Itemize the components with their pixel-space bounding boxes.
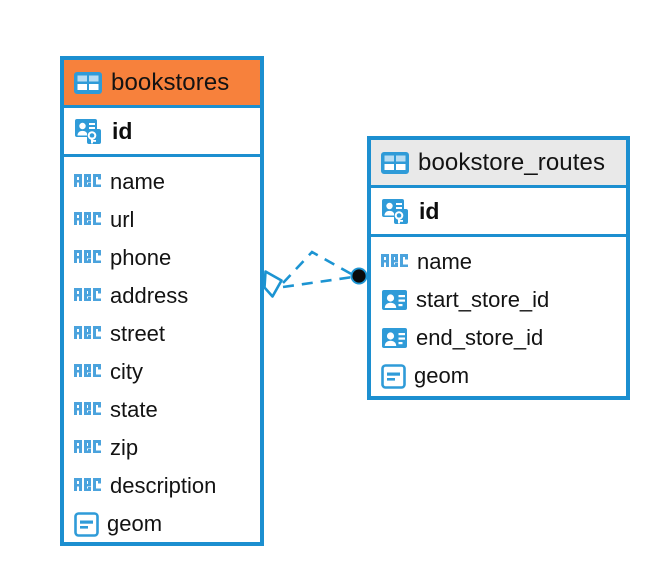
table-icon — [381, 151, 409, 174]
table-name-label: bookstore_routes — [418, 148, 606, 176]
text-abc-icon — [74, 250, 102, 266]
field-row[interactable]: geom — [64, 505, 260, 543]
geometry-icon — [381, 363, 406, 389]
foreign-key-icon — [381, 326, 408, 350]
table-header-bookstore-routes[interactable]: bookstore_routes — [371, 140, 626, 188]
primary-key-label: id — [112, 117, 133, 144]
field-label: end_store_id — [416, 325, 544, 350]
er-table-bookstores[interactable]: bookstores id — [60, 56, 264, 546]
circle-filled-marker — [350, 267, 368, 285]
field-label: zip — [110, 435, 139, 460]
text-abc-icon — [381, 254, 409, 270]
text-abc-icon — [74, 402, 102, 418]
field-label: street — [110, 321, 166, 346]
field-list-bookstores: name — [64, 157, 260, 549]
table-name-label: bookstores — [111, 68, 230, 96]
field-label: phone — [110, 245, 172, 270]
primary-key-row-bookstore-routes[interactable]: id — [371, 188, 626, 237]
field-row[interactable]: street — [64, 315, 260, 353]
text-abc-icon — [74, 326, 102, 342]
field-label: description — [110, 473, 217, 498]
primary-key-icon — [74, 116, 104, 146]
primary-key-row-bookstores[interactable]: id — [64, 108, 260, 157]
geometry-icon — [74, 511, 99, 537]
text-abc-icon — [74, 174, 102, 190]
field-row[interactable]: state — [64, 391, 260, 429]
diamond-open-marker — [263, 270, 283, 298]
field-label: name — [110, 169, 166, 194]
table-icon — [74, 71, 102, 94]
table-header-bookstores[interactable]: bookstores — [64, 60, 260, 108]
text-abc-icon — [74, 212, 102, 228]
relationship-line-1 — [282, 250, 354, 284]
field-row[interactable]: geom — [371, 357, 626, 395]
field-row[interactable]: description — [64, 467, 260, 505]
field-row[interactable]: name — [371, 243, 626, 281]
field-row[interactable]: end_store_id — [371, 319, 626, 357]
field-label: name — [417, 249, 473, 274]
field-row[interactable]: address — [64, 277, 260, 315]
text-abc-icon — [74, 364, 102, 380]
field-label: address — [110, 283, 189, 308]
primary-key-icon — [381, 196, 411, 226]
field-row[interactable]: phone — [64, 239, 260, 277]
text-abc-icon — [74, 440, 102, 456]
field-row[interactable]: name — [64, 163, 260, 201]
field-label: geom — [414, 363, 470, 388]
field-label: state — [110, 397, 158, 422]
field-row[interactable]: url — [64, 201, 260, 239]
foreign-key-icon — [381, 288, 408, 312]
field-row[interactable]: city — [64, 353, 260, 391]
field-label: city — [110, 359, 143, 384]
text-abc-icon — [74, 288, 102, 304]
text-abc-icon — [74, 478, 102, 494]
relationship-line-2 — [282, 275, 354, 289]
primary-key-label: id — [419, 197, 440, 224]
field-label: url — [110, 207, 135, 232]
field-label: start_store_id — [416, 287, 550, 312]
field-row[interactable]: zip — [64, 429, 260, 467]
er-table-bookstore-routes[interactable]: bookstore_routes id — [367, 136, 630, 400]
field-row[interactable]: start_store_id — [371, 281, 626, 319]
field-list-bookstore-routes: name start_store_id — [371, 237, 626, 401]
field-label: geom — [107, 511, 163, 536]
